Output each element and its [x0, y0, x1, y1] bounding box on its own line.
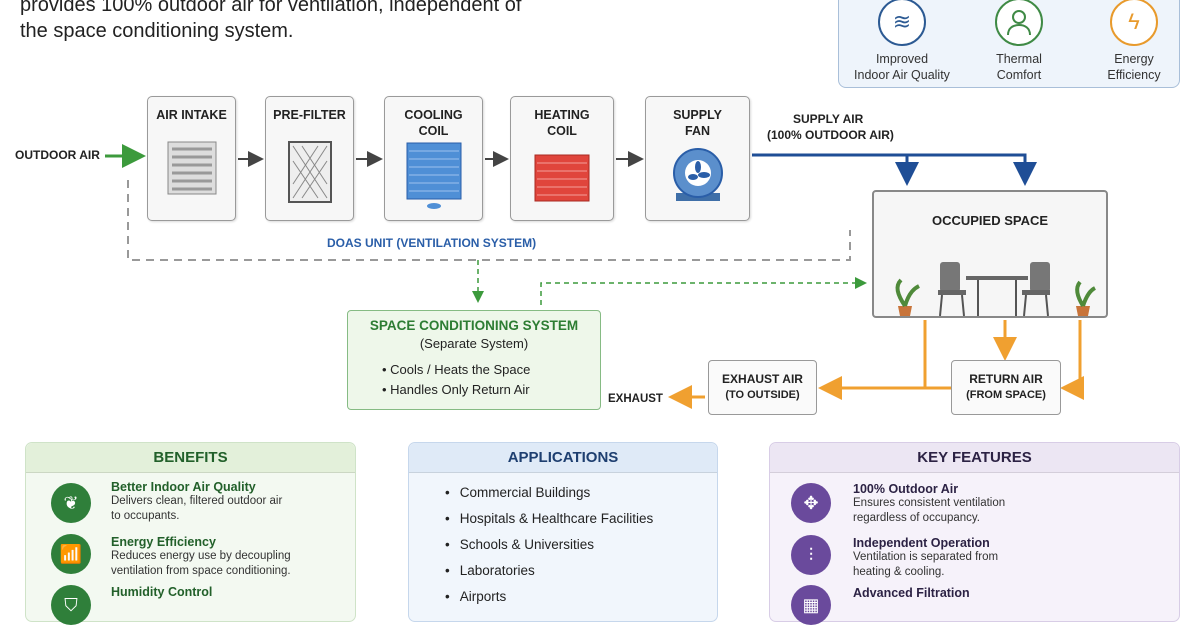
- unit-title: FAN: [685, 124, 710, 138]
- leaf-icon: ❦: [51, 483, 91, 523]
- scs-bullet: • Cools / Heats the Space: [382, 362, 531, 377]
- unit-title: SUPPLY: [673, 108, 722, 122]
- scs-bullet: • Handles Only Return Air: [382, 382, 530, 397]
- sliders-icon: ⫶: [791, 535, 831, 575]
- feature-title: Advanced Filtration: [853, 586, 970, 600]
- feature-desc: heating & cooling.: [853, 566, 945, 578]
- unit-title: COOLING: [404, 108, 463, 122]
- fan-icon: ✥: [791, 483, 831, 523]
- space-conditioning-system: SPACE CONDITIONING SYSTEM (Separate Syst…: [347, 310, 601, 410]
- top-benefit-label: Improved: [875, 52, 929, 66]
- benefit-title: Better Indoor Air Quality: [111, 480, 256, 494]
- top-benefit-label: Efficiency: [1107, 68, 1161, 82]
- fan-icon: [672, 148, 723, 201]
- cooling-coil-unit: COOLING COIL: [384, 96, 483, 221]
- supply-air-duct: [752, 153, 1037, 186]
- occupied-space-title: OCCUPIED SPACE: [931, 213, 1049, 228]
- unit-title: AIR INTAKE: [156, 108, 227, 122]
- benefit-desc: to occupants.: [111, 510, 180, 522]
- intro-line-1: provides 100% outdoor air for ventilatio…: [20, 0, 522, 16]
- benefit-desc: ventilation from space conditioning.: [111, 565, 291, 577]
- exhaust-air-sub: (TO OUTSIDE): [725, 389, 800, 401]
- benefit-desc: Delivers clean, filtered outdoor air: [111, 495, 283, 507]
- doas-unit-label: DOAS UNIT (VENTILATION SYSTEM): [327, 236, 537, 250]
- scs-bullet-text: Cools / Heats the Space: [390, 362, 531, 377]
- top-benefit-label: Comfort: [996, 68, 1042, 82]
- filter-box-icon: ▦: [791, 585, 831, 625]
- benefits-panel: BENEFITS ❦ Better Indoor Air Quality Del…: [25, 442, 356, 625]
- supply-air-sublabel: (100% OUTDOOR AIR): [767, 128, 894, 142]
- cooling-coil-icon: [406, 142, 461, 209]
- scs-title: SPACE CONDITIONING SYSTEM: [369, 318, 579, 333]
- scs-subtitle: (Separate System): [419, 336, 529, 351]
- lightning-icon: ϟ: [1110, 0, 1158, 46]
- doas-boundary: [127, 180, 851, 261]
- occupied-space: OCCUPIED SPACE: [872, 190, 1108, 318]
- unit-title: COIL: [418, 124, 449, 138]
- applications-title: APPLICATIONS: [409, 443, 717, 473]
- supply-fan-unit: SUPPLY FAN: [645, 96, 750, 221]
- application-item: Commercial Buildings: [445, 480, 717, 506]
- unit-title: HEATING: [534, 108, 590, 122]
- key-features-panel: KEY FEATURES ✥ 100% Outdoor Air Ensures …: [769, 442, 1180, 625]
- top-benefit-label: Indoor Air Quality: [854, 68, 950, 82]
- feature-desc: Ventilation is separated from: [853, 551, 999, 563]
- scs-bullet-text: Handles Only Return Air: [390, 382, 530, 397]
- outdoor-air-label: OUTDOOR AIR: [15, 148, 100, 162]
- top-benefit-energy: ϟ Energy Efficiency: [1074, 0, 1194, 83]
- exhaust-air-line: [818, 320, 927, 400]
- louver-icon: [167, 141, 216, 195]
- unit-title: COIL: [547, 124, 577, 138]
- return-air-box: RETURN AIR (FROM SPACE): [951, 360, 1061, 415]
- heating-coil-icon: [534, 154, 590, 202]
- benefits-title: BENEFITS: [26, 443, 355, 473]
- application-item: Laboratories: [445, 558, 717, 584]
- unit-title: PRE-FILTER: [273, 108, 346, 122]
- waves-icon: ≋: [878, 0, 926, 46]
- person-icon: [995, 0, 1043, 46]
- application-item: Schools & Universities: [445, 532, 717, 558]
- top-benefit-label: Energy: [1114, 52, 1154, 66]
- filter-icon: [287, 141, 332, 203]
- feature-desc: Ensures consistent ventilation: [853, 497, 1006, 509]
- control-link-up: [540, 277, 867, 305]
- benefit-title: Energy Efficiency: [111, 535, 216, 549]
- feature-title: Independent Operation: [853, 536, 990, 550]
- top-benefits-box: ≋ Improved Indoor Air Quality Thermal Co…: [838, 0, 1180, 88]
- benefit-desc: Reduces energy use by decoupling: [111, 550, 291, 562]
- return-air-title: RETURN AIR: [969, 372, 1043, 386]
- top-benefit-iaq: ≋ Improved Indoor Air Quality: [842, 0, 962, 83]
- application-item: Hospitals & Healthcare Facilities: [445, 506, 717, 532]
- flow-connectors: [105, 144, 1084, 409]
- return-air-line: [1060, 320, 1084, 400]
- air-intake-unit: AIR INTAKE: [147, 96, 236, 221]
- intro-text: provides 100% outdoor air for ventilatio…: [20, 0, 600, 44]
- benefit-title: Humidity Control: [111, 585, 213, 599]
- applications-panel: APPLICATIONS Commercial Buildings Hospit…: [408, 442, 718, 622]
- pre-filter-unit: PRE-FILTER: [265, 96, 354, 221]
- supply-air-label: SUPPLY AIR: [793, 112, 864, 126]
- shield-icon: ⛉: [51, 585, 91, 625]
- key-features-title: KEY FEATURES: [770, 443, 1179, 473]
- feature-desc: regardless of occupancy.: [853, 512, 980, 524]
- top-benefit-comfort: Thermal Comfort: [959, 0, 1079, 83]
- exhaust-air-title: EXHAUST AIR: [722, 372, 803, 386]
- exhaust-air-box: EXHAUST AIR (TO OUTSIDE): [708, 360, 817, 415]
- exhaust-label: EXHAUST: [608, 393, 663, 405]
- application-item: Airports: [445, 584, 717, 610]
- top-benefit-label: Thermal: [996, 52, 1042, 66]
- furniture-illustration: [895, 262, 1096, 316]
- intro-line-2: the space conditioning system.: [20, 20, 294, 42]
- return-air-sub: (FROM SPACE): [966, 389, 1046, 401]
- heating-coil-unit: HEATING COIL: [510, 96, 614, 221]
- growth-chart-icon: 📶: [51, 534, 91, 574]
- feature-title: 100% Outdoor Air: [853, 482, 959, 496]
